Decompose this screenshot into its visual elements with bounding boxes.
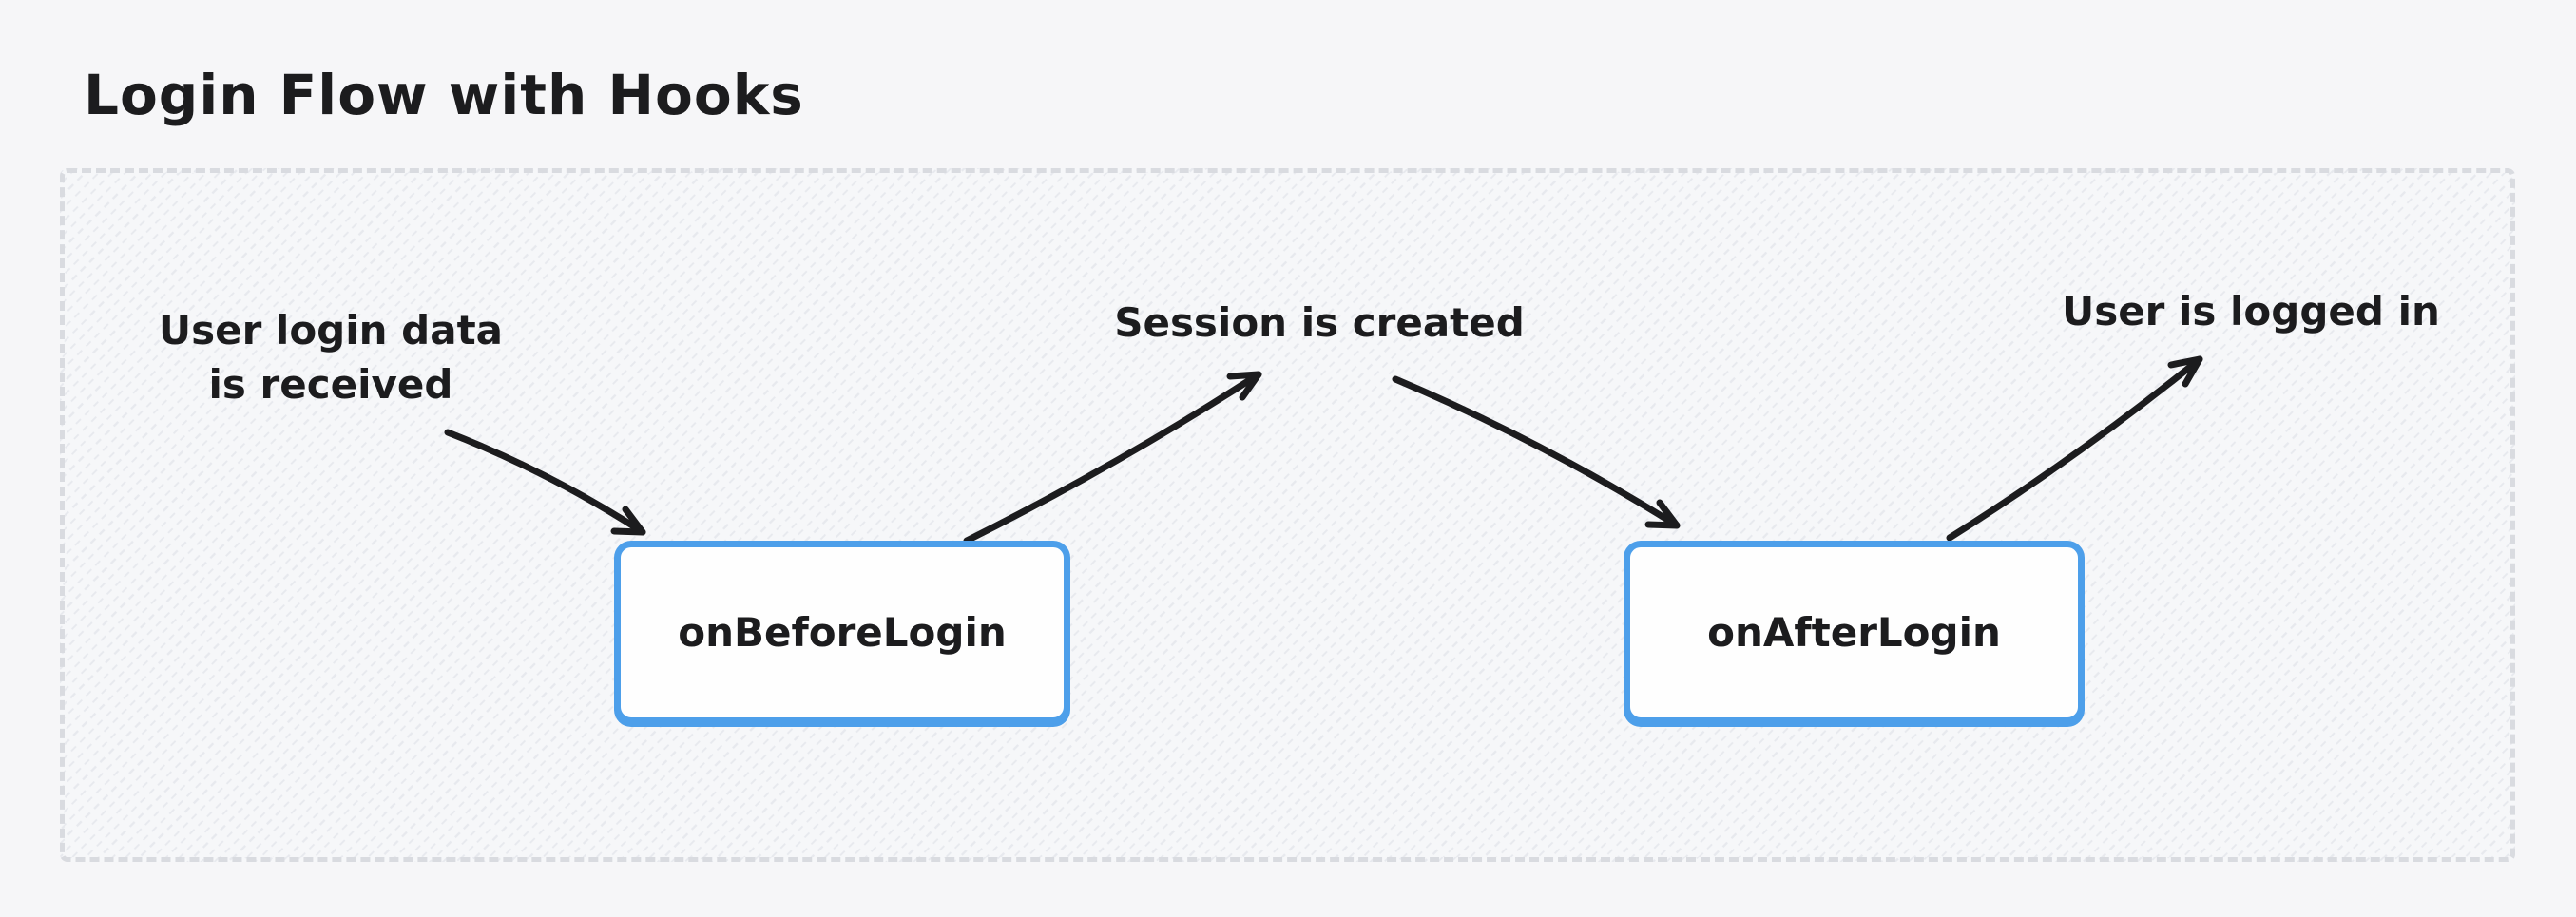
node-onafterlogin: onAfterLogin — [1624, 541, 2085, 724]
edge-before-to-session-arrow — [963, 371, 1262, 544]
edge-session-to-after-arrow — [1392, 375, 1681, 529]
edge-input-to-before-arrow — [444, 429, 646, 536]
node-onafterlogin-label: onAfterLogin — [1707, 609, 2001, 656]
flow-frame: User login data is received Session is c… — [60, 168, 2515, 862]
annotation-session-created: Session is created — [1114, 299, 1525, 346]
arrows-layer — [444, 355, 2203, 544]
node-onbeforelogin: onBeforeLogin — [614, 541, 1070, 724]
edge-after-to-result-arrow — [1946, 355, 2203, 542]
node-onbeforelogin-label: onBeforeLogin — [678, 609, 1007, 656]
diagram-title: Login Flow with Hooks — [84, 63, 804, 127]
annotation-user-login-data: User login data is received — [159, 307, 503, 408]
annotation-user-logged-in: User is logged in — [2062, 288, 2440, 334]
